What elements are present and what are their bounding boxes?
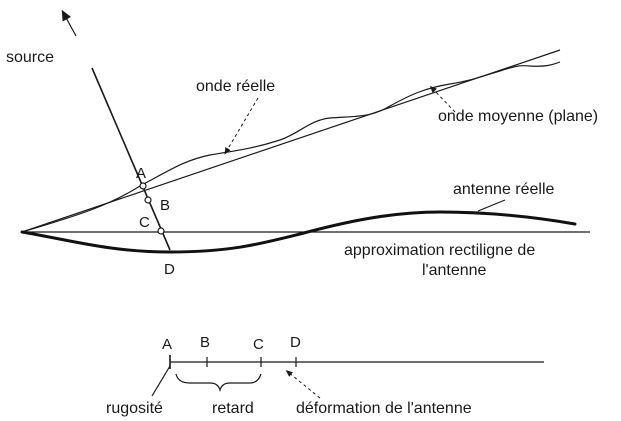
lower-point-c-label: C [253, 336, 264, 353]
point-c-label: C [139, 214, 150, 231]
lower-point-d-label: D [290, 334, 301, 351]
wave-real-leader [224, 97, 259, 155]
point-d-label: D [164, 261, 175, 278]
retard-label: retard [212, 400, 254, 417]
approx-label-line1: approximation rectiligne de [344, 242, 535, 259]
point-c-marker [157, 227, 165, 235]
real-antenna-curve [20, 210, 577, 254]
rugosite-leader [151, 365, 171, 397]
point-a-marker [139, 182, 147, 190]
lower-point-a-label: A [162, 336, 172, 353]
approx-label-line2: l'antenne [422, 262, 487, 279]
point-b-label: B [160, 197, 170, 214]
retard-brace [175, 373, 262, 393]
wave-mean-label: onde moyenne (plane) [438, 108, 598, 125]
wave-real-label: onde réelle [196, 78, 275, 95]
point-a-label: A [136, 165, 146, 182]
antenna-real-leader [477, 199, 506, 212]
source-arrow [61, 9, 77, 37]
source-ray [91, 67, 171, 251]
point-b-marker [144, 196, 152, 204]
rugosite-label: rugosité [106, 400, 163, 417]
source-label: source [6, 49, 54, 66]
deformation-label: déformation de l'antenne [296, 400, 472, 417]
lower-point-b-label: B [200, 334, 210, 351]
real-wave-curve [21, 61, 561, 233]
deformation-leader [285, 370, 321, 399]
antenna-real-label: antenne réelle [453, 181, 555, 198]
